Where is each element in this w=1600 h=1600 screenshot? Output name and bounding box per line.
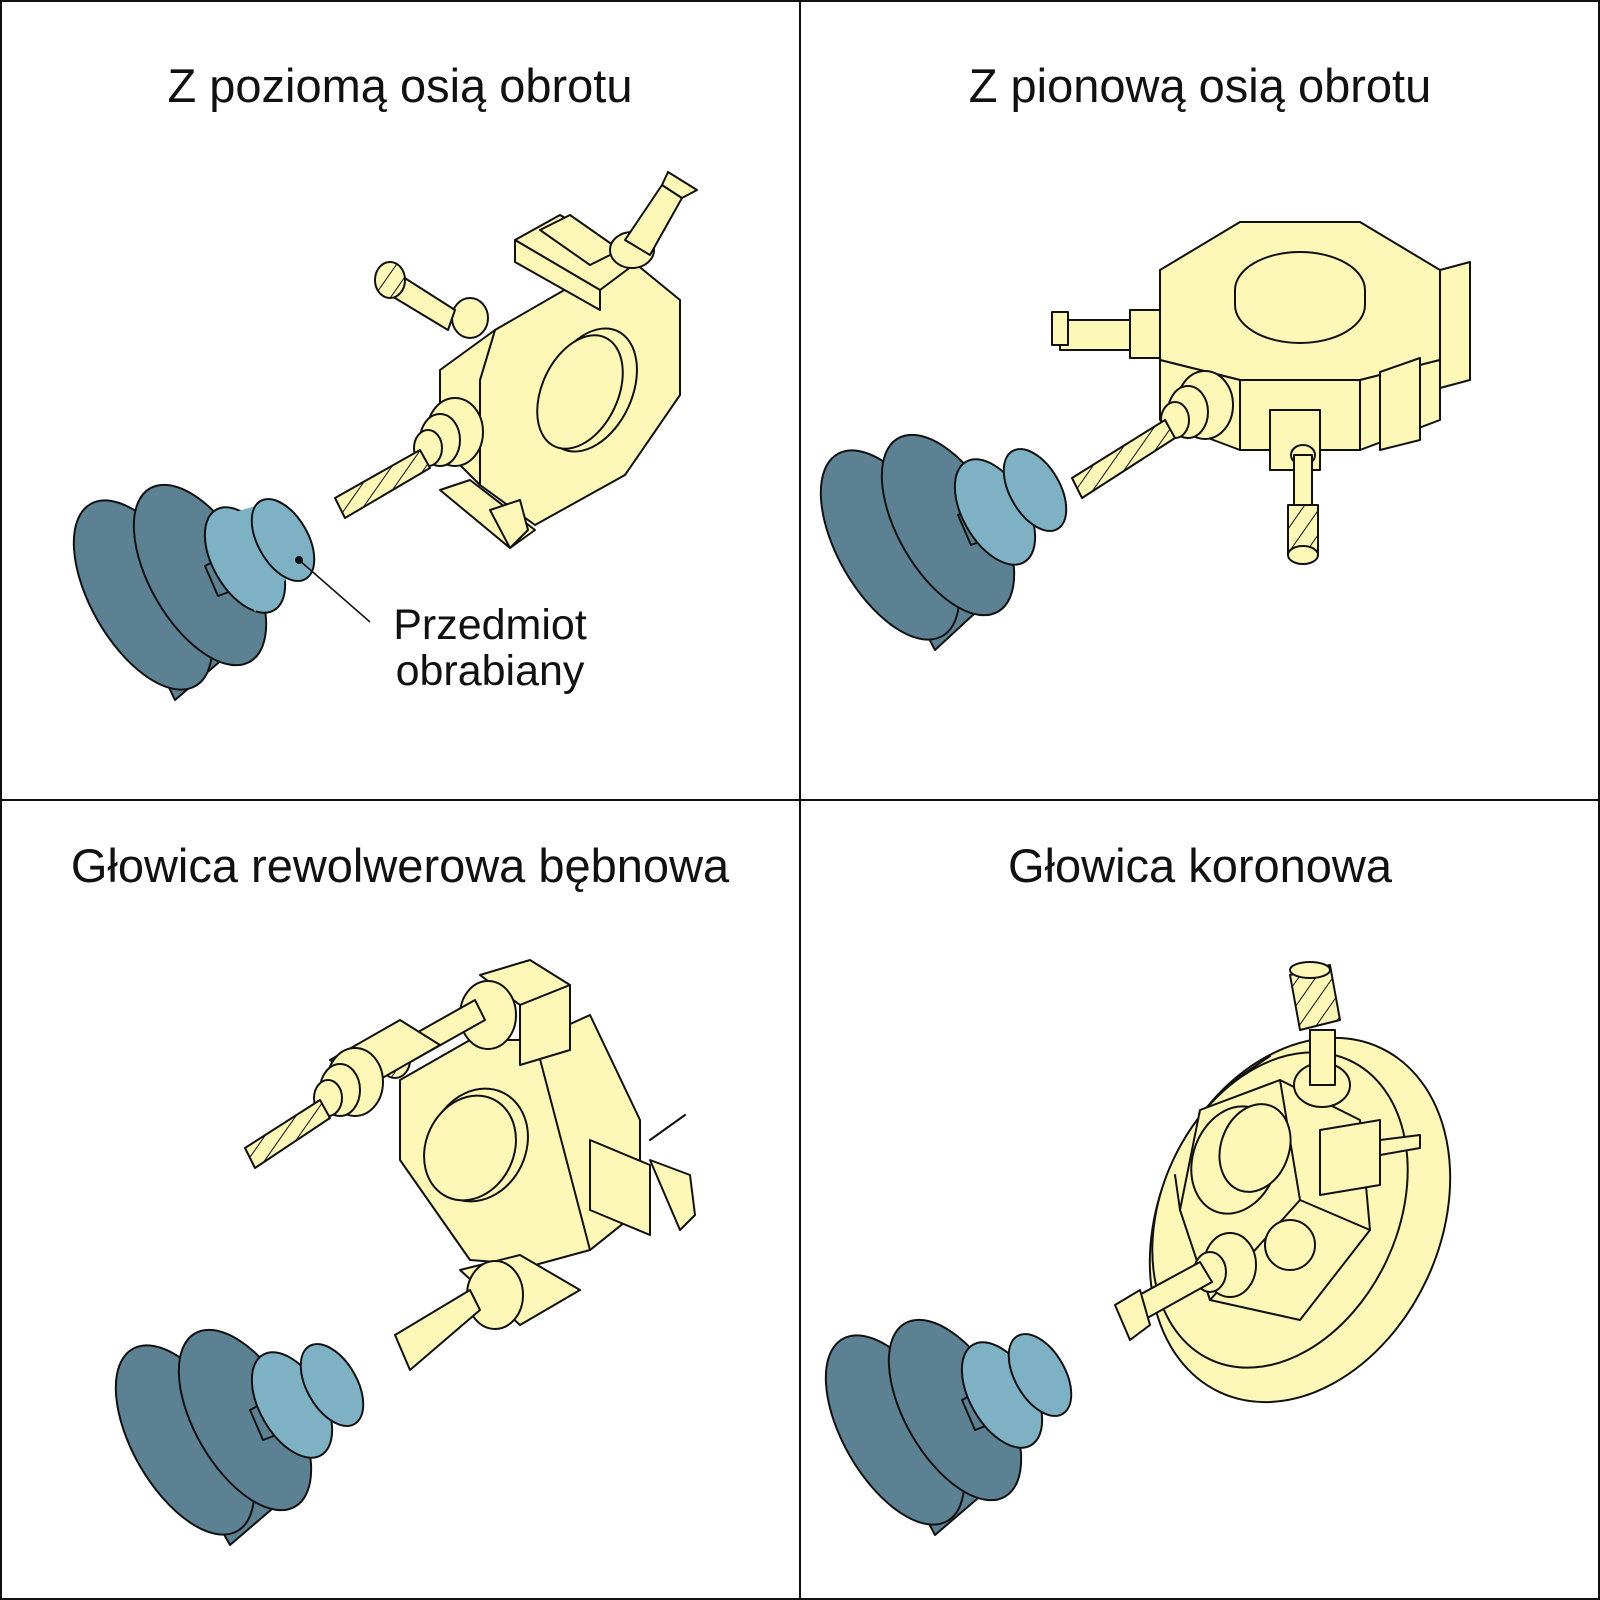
chuck-icon — [819, 433, 1016, 651]
panel-crown-turret — [824, 961, 1452, 1536]
turret-head-icon — [1051, 221, 1471, 565]
turret-head-icon — [244, 959, 696, 1371]
label-leader-line — [298, 559, 371, 623]
panel-title-crown-turret: Głowica koronowa — [1007, 839, 1392, 892]
turret-head-icon — [334, 171, 698, 549]
workpiece-label: Przedmiot obrabiany — [370, 602, 610, 694]
panel-title-horizontal-axis: Z poziomą osią obrotu — [167, 59, 633, 112]
chuck-icon — [114, 1328, 313, 1546]
workpiece-label-line2: obrabiany — [395, 647, 585, 695]
panel-drum-turret — [114, 959, 696, 1546]
workpiece-icon — [953, 448, 1068, 566]
workpiece-label-line1: Przedmiot — [393, 601, 587, 649]
panel-vertical-axis — [819, 221, 1471, 651]
panel-title-drum-turret: Głowica rewolwerowa bębnowa — [70, 839, 730, 892]
workpiece-icon — [250, 1343, 365, 1459]
panel-title-vertical-axis: Z pionową osią obrotu — [968, 59, 1432, 112]
workpiece-icon — [960, 1333, 1073, 1449]
panel-horizontal-axis — [72, 171, 698, 701]
turret-head-icon — [1114, 961, 1452, 1404]
